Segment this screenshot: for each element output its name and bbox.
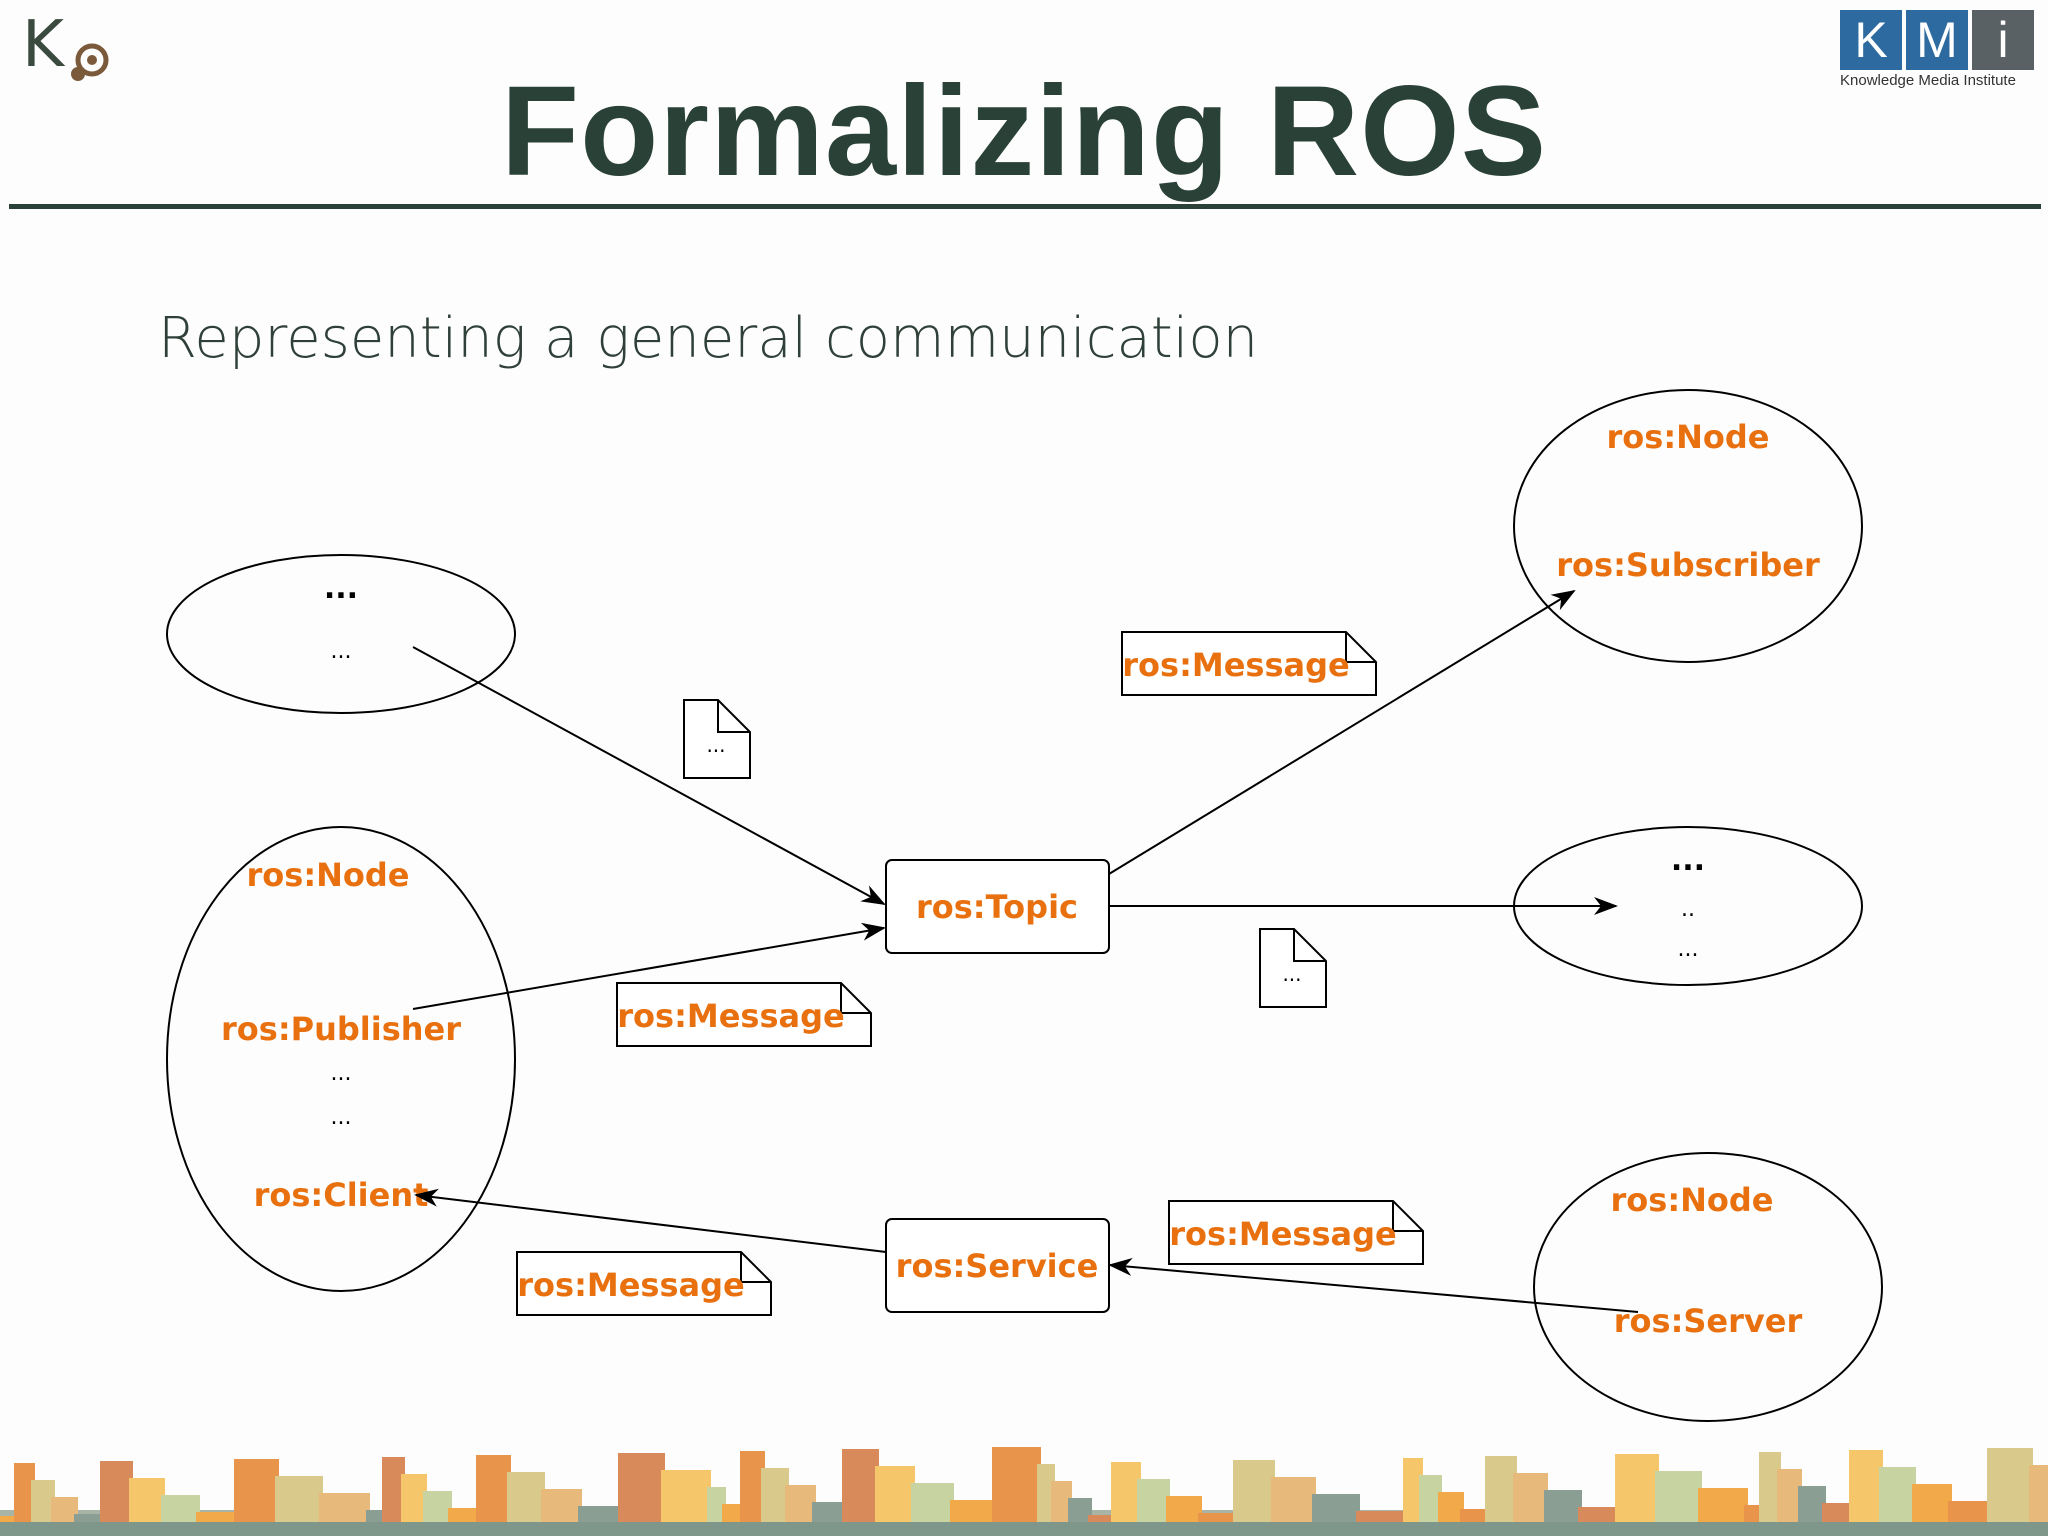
topic-box: ros:Topic	[885, 859, 1110, 954]
arrow-server-to-service	[1108, 1257, 1639, 1313]
skyline-building	[992, 1447, 1041, 1536]
arrow-topic-to-subscriber	[1108, 589, 1576, 875]
skyline-building	[1403, 1458, 1423, 1536]
kmi-logo-caption: Knowledge Media Institute	[1840, 72, 2016, 89]
subscriber-node-type: ros:Node	[1607, 418, 1770, 456]
publisher-message-note: ros:Message	[616, 982, 872, 1047]
publisher-message-label: ros:Message	[617, 997, 844, 1035]
server-node-type: ros:Node	[1611, 1181, 1774, 1219]
top-left-node-line1: ...	[324, 571, 358, 606]
service-label: ros:Service	[896, 1247, 1099, 1285]
kmi-logo-k: K	[1840, 10, 1902, 70]
top-left-node: ... ...	[166, 554, 516, 714]
kmi-logo-i: i	[1972, 10, 2034, 70]
skyline-building	[842, 1449, 879, 1536]
left-node: ros:Node ros:Publisher ... ... ros:Clien…	[166, 826, 516, 1292]
service-box: ros:Service	[885, 1218, 1110, 1313]
right-mid-node-line2: ..	[1681, 897, 1695, 922]
skyline-building	[1037, 1464, 1055, 1536]
top-left-node-line2: ...	[331, 639, 352, 664]
skyline-building	[1849, 1450, 1883, 1536]
right-mid-node-line1: ...	[1671, 843, 1705, 878]
left-node-publisher: ros:Publisher	[221, 1010, 461, 1048]
slide-subtitle: Representing a general communication	[158, 306, 1259, 371]
left-node-ellipsis-1: ...	[331, 1061, 352, 1086]
client-message-note: ros:Message	[516, 1251, 772, 1316]
skyline-building	[740, 1451, 765, 1536]
subscriber-message-note: ros:Message	[1121, 631, 1377, 696]
arrow-service-to-client	[414, 1188, 887, 1253]
right-mid-node-line3: ...	[1678, 937, 1699, 962]
kmi-logo-m: M	[1906, 10, 1968, 70]
arrow-top-left-to-topic	[412, 646, 886, 905]
skyline-footer	[0, 1447, 2048, 1536]
communication-diagram: ... ... ... ros:Node ros:Publisher ... .…	[166, 389, 1883, 1422]
left-node-type: ros:Node	[247, 856, 410, 894]
subscriber-node: ros:Node ros:Subscriber	[1513, 389, 1863, 663]
top-left-document: ...	[683, 699, 751, 779]
subscriber-message-label: ros:Message	[1122, 646, 1349, 684]
subscriber-node-role: ros:Subscriber	[1556, 546, 1820, 584]
skyline-ground	[0, 1522, 2048, 1536]
title-divider	[9, 204, 2041, 209]
left-node-client: ros:Client	[254, 1176, 429, 1214]
k-logo: K	[22, 8, 109, 82]
page-title: Formalizing ROS	[500, 60, 1548, 203]
skyline-building	[1987, 1448, 2033, 1536]
topic-label: ros:Topic	[916, 888, 1078, 926]
top-left-document-label: ...	[706, 733, 725, 757]
kmi-logo: K M i Knowledge Media Institute	[1840, 10, 2036, 89]
skyline-building	[1419, 1475, 1442, 1536]
server-message-label: ros:Message	[1169, 1215, 1396, 1253]
server-message-note: ros:Message	[1168, 1200, 1424, 1265]
right-mid-document-label: ...	[1282, 962, 1301, 986]
left-node-ellipsis-2: ...	[331, 1105, 352, 1130]
client-message-label: ros:Message	[517, 1266, 744, 1304]
skyline-building	[14, 1463, 35, 1536]
skyline-building	[382, 1457, 405, 1536]
skyline-building	[1759, 1452, 1781, 1536]
server-node-role: ros:Server	[1614, 1302, 1803, 1340]
k-logo-letter: K	[22, 8, 66, 82]
server-node: ros:Node ros:Server	[1533, 1152, 1883, 1422]
arrow-publisher-to-topic	[412, 922, 886, 1010]
right-mid-document: ...	[1259, 928, 1327, 1008]
skyline-building	[2029, 1465, 2048, 1536]
